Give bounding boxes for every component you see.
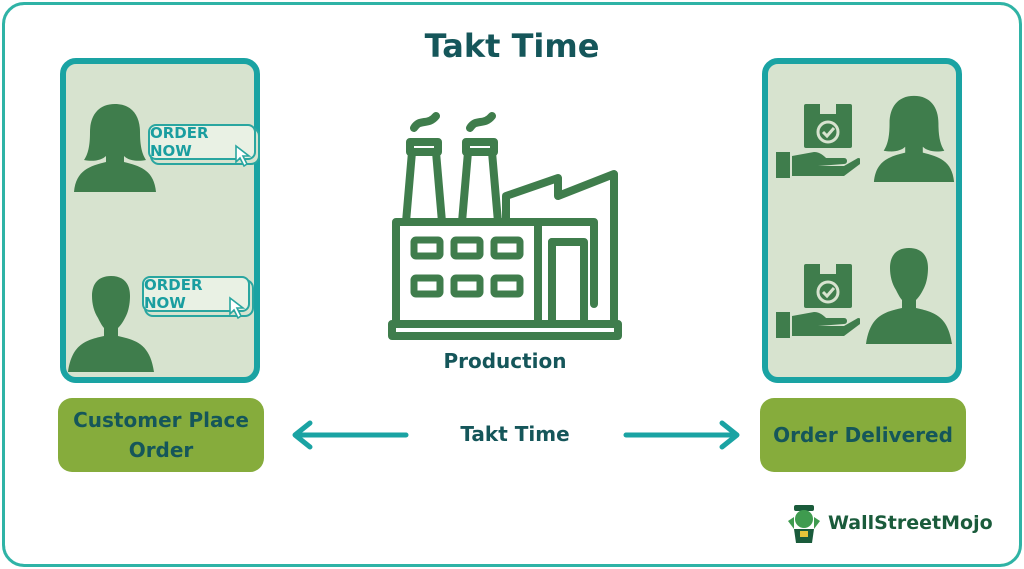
takt-time-label: Takt Time (460, 422, 570, 446)
customer-panel: ORDER NOW ORDER NOW (60, 58, 260, 383)
delivery-panel (762, 58, 962, 383)
left-arrow-icon (292, 420, 409, 450)
wallstreetmojo-logo: WallStreetMojo (786, 503, 993, 543)
woman-recipient-icon (873, 95, 955, 182)
factory-icon (388, 112, 622, 340)
customer-place-order-box: Customer Place Order (58, 398, 264, 472)
cursor-click-icon (229, 296, 246, 320)
order-delivered-box: Order Delivered (760, 398, 966, 472)
logo-text: WallStreetMojo (828, 512, 993, 534)
mascot-logo-icon (788, 505, 820, 543)
production-label: Production (443, 349, 567, 373)
right-arrow-icon (623, 420, 740, 450)
package-hand-icon (776, 104, 860, 178)
diagram-title: Takt Time (424, 27, 600, 65)
man-recipient-icon (866, 248, 952, 344)
woman-customer-icon (74, 104, 156, 192)
package-hand-icon (776, 264, 860, 338)
cursor-click-icon (235, 144, 252, 168)
man-customer-icon (68, 276, 154, 372)
